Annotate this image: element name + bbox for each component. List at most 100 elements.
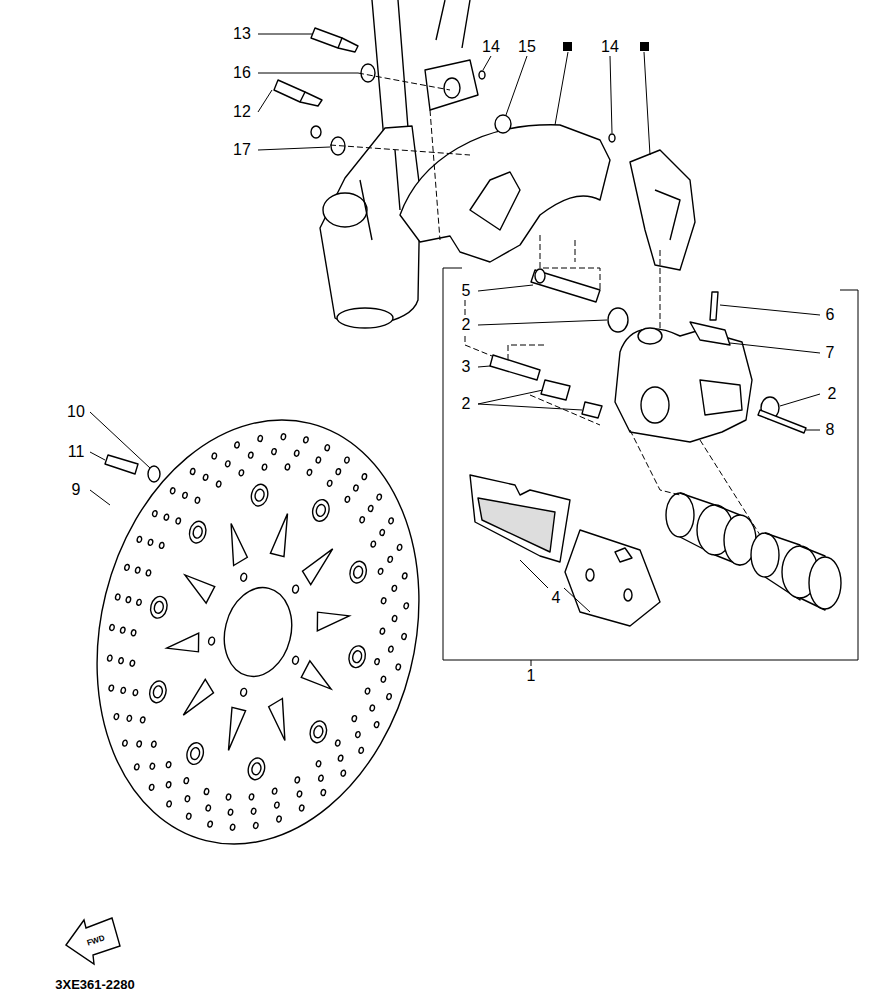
callout-number: 4	[551, 590, 562, 606]
drawing-stroke	[316, 760, 322, 767]
drawing-stroke	[230, 824, 236, 831]
drawing-stroke	[400, 125, 610, 262]
drawing-stroke	[180, 575, 216, 604]
callout-number: 8	[825, 422, 836, 438]
drawing-stroke	[365, 688, 371, 695]
drawing-stroke	[189, 747, 200, 761]
drawing-stroke	[378, 568, 384, 575]
drawing-stroke	[344, 457, 350, 464]
drawing-stroke	[54, 385, 463, 878]
drawing-stroke	[195, 497, 201, 504]
drawing-stroke	[190, 468, 196, 475]
drawing-stroke	[730, 343, 820, 353]
drawing-stroke	[258, 34, 312, 35]
drawing-stroke	[135, 567, 141, 574]
drawing-stroke	[207, 821, 213, 828]
drawing-stroke	[285, 464, 291, 471]
drawing-stroke	[251, 808, 257, 815]
drawing-stroke	[90, 34, 858, 666]
drawing-stroke	[107, 655, 113, 662]
callout-number: 14	[481, 39, 501, 55]
drawing-stroke	[388, 646, 394, 653]
drawing-stroke	[175, 518, 181, 525]
drawing-stroke	[381, 676, 387, 683]
callout-number: 2	[461, 396, 472, 412]
drawing-stroke	[124, 564, 130, 571]
forward-arrow-text: FWD	[85, 934, 107, 948]
drawing-stroke	[376, 494, 382, 501]
drawing-stroke	[330, 73, 760, 535]
drawing-stroke	[166, 781, 172, 788]
drawing-stroke	[313, 725, 324, 739]
drawing-stroke	[345, 496, 351, 503]
drawing-stroke	[358, 747, 364, 754]
drawing-stroke	[130, 660, 136, 667]
drawing-stroke	[380, 628, 386, 635]
drawing-stroke	[281, 433, 287, 440]
drawing-stroke	[234, 442, 240, 449]
drawing-stroke	[335, 740, 341, 747]
drawing-stroke	[136, 740, 142, 747]
drawing-stroke	[531, 660, 532, 666]
callout-number: 13	[232, 26, 252, 42]
drawing-stroke	[555, 52, 568, 125]
drawing-stroke	[644, 52, 650, 155]
drawing-stroke	[248, 452, 254, 459]
drawing-stroke	[292, 585, 300, 594]
drawing-stroke	[690, 322, 730, 345]
drawing-stroke	[470, 172, 520, 230]
drawing-stroke	[655, 190, 680, 240]
drawing-stroke	[361, 473, 367, 480]
drawing-stroke	[751, 533, 779, 577]
drawing-stroke	[520, 560, 590, 612]
drawing-stroke	[355, 731, 361, 738]
drawing-stroke	[54, 385, 463, 878]
drawing-stroke	[372, 0, 408, 140]
drawing-stroke	[294, 777, 300, 784]
drawing-stroke	[159, 542, 165, 549]
drawing-stroke	[582, 402, 602, 418]
drawing-stroke	[90, 452, 105, 460]
drawing-stroke	[122, 740, 128, 747]
drawing-stroke	[311, 126, 321, 138]
drawing-stroke	[164, 514, 170, 521]
drawing-stroke	[205, 805, 211, 812]
drawing-stroke	[66, 918, 120, 964]
drawing-stroke	[478, 320, 607, 325]
drawing-stroke	[353, 485, 359, 492]
drawing-stroke	[351, 715, 357, 722]
drawing-stroke	[391, 585, 397, 592]
drawing-stroke	[608, 308, 628, 332]
drawing-stroke	[226, 794, 232, 801]
drawing-stroke	[254, 488, 265, 502]
drawing-stroke	[478, 390, 582, 410]
drawing-stroke	[311, 28, 342, 48]
drawing-stroke	[338, 38, 358, 52]
callout-number: 6	[825, 307, 836, 323]
drawing-stroke	[470, 475, 570, 562]
drawing-stroke	[151, 741, 157, 748]
drawing-stroke	[535, 269, 545, 283]
drawing-stroke	[140, 716, 146, 723]
drawing-stroke	[541, 380, 570, 400]
drawing-stroke	[203, 474, 209, 481]
drawing-stroke	[388, 517, 394, 524]
drawing-stroke	[133, 689, 139, 696]
drawing-stroke	[185, 795, 191, 802]
drawing-stroke	[386, 693, 392, 700]
drawing-stroke	[167, 626, 203, 655]
drawing-stroke	[297, 791, 303, 798]
drawing-stroke	[318, 775, 324, 782]
drawing-stroke	[359, 516, 365, 523]
drawing-stroke	[109, 624, 115, 631]
drawing-stroke	[294, 450, 300, 457]
drawing-stroke	[240, 573, 248, 582]
drawing-stroke	[368, 505, 374, 512]
drawing-stroke	[324, 444, 330, 451]
drawing-stroke	[148, 466, 160, 482]
drawing-stroke	[531, 270, 600, 302]
drawing-stroke	[327, 480, 333, 487]
callout-number: 2	[461, 317, 472, 333]
drawing-stroke	[443, 268, 858, 660]
